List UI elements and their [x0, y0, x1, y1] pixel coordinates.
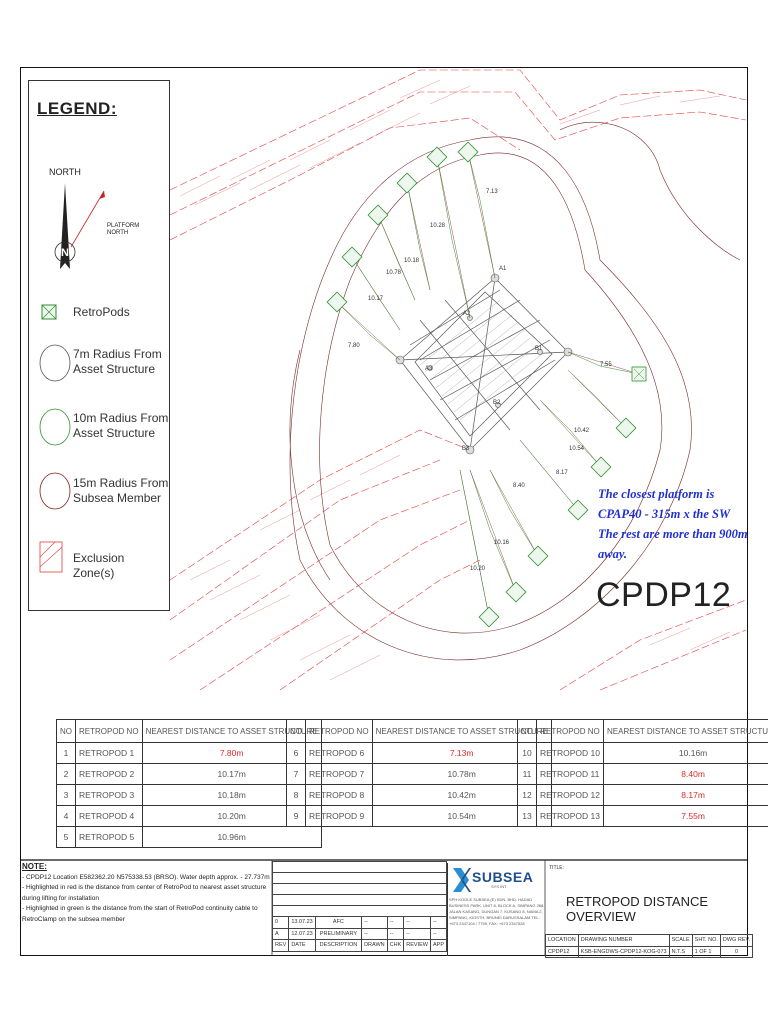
distance-label: 10.28: [430, 223, 446, 229]
notes-block: NOTE: - CPDP12 Location E582362.20 N5753…: [22, 862, 272, 925]
retropod-markers: [326, 141, 647, 628]
radius-boundaries: [289, 121, 741, 661]
distance-label: 10.18: [404, 258, 420, 264]
platform-north-label: PLATFORM NORTH: [107, 223, 140, 236]
continuity-cables: [336, 151, 640, 618]
col-retropod: RETROPOD NO: [536, 719, 604, 743]
legend-item-10m-radius: 10m Radius From Asset Structure: [73, 411, 169, 440]
distance-label: 7.80: [348, 343, 360, 349]
notes-heading: NOTE:: [22, 862, 47, 871]
node-b3-label: B3: [462, 446, 470, 452]
drawing-info-labels: LOCATION DRAWING NUMBER SCALE SHT. NO. D…: [545, 934, 754, 947]
node-b1-label: B1: [535, 346, 543, 352]
distance-label: 10.78: [386, 270, 402, 276]
drawing-title: RETROPOD DISTANCE OVERVIEW: [566, 894, 709, 924]
revision-row: 0 13.07.23 AFC -- -- -- --: [271, 916, 448, 929]
table-header-row: NO RETROPOD NO NEAREST DISTANCE TO ASSET…: [517, 719, 768, 743]
company-logo-icon: [453, 868, 471, 892]
distance-label: 10.20: [470, 566, 486, 572]
legend-item-7m-radius: 7m Radius From Asset Structure: [73, 347, 162, 376]
distance-label: 7.55: [600, 362, 612, 368]
title-label: TITLE:: [549, 865, 565, 871]
legend-item-15m-radius: 15m Radius From Subsea Member: [73, 476, 169, 505]
svg-text:N: N: [61, 247, 69, 259]
note-item: - Highlighted in green is the distance f…: [22, 905, 258, 923]
revision-header-row: REV DATE DESCRIPTION DRAWN CHK REVIEW AP…: [271, 939, 448, 952]
legend-title: LEGEND:: [37, 99, 117, 118]
company-block: [447, 863, 546, 956]
north-label: NORTH: [49, 167, 81, 177]
node-a3-label: A3: [425, 366, 433, 372]
exclusion-hatch-lower: [189, 454, 731, 681]
revision-row: A 12.07.23 PRELIMINARY -- -- -- --: [271, 927, 448, 940]
note-item: - Highlighted in red is the distance fro…: [22, 884, 267, 902]
distance-label: 10.17: [368, 296, 384, 302]
drawing-info-values: CPDP12 KSB-ENGDWS-CPDP12-KOG-073 N.T.S 1…: [545, 945, 754, 958]
radius-10m-icon: [39, 408, 71, 446]
note-item: - CPDP12 Location E582362.20 N575338.53 …: [22, 873, 270, 881]
retropod-icon: [41, 304, 57, 320]
col-distance: NEAREST DISTANCE TO ASSET STRUCTURE: [602, 719, 768, 743]
platform-grating: [419, 299, 543, 421]
distance-table-3: NO RETROPOD NO NEAREST DISTANCE TO ASSET…: [517, 719, 768, 827]
exclusion-zone-icon: [39, 541, 63, 573]
distance-label: 7.13: [486, 189, 498, 195]
exclusion-zone-lower: [169, 429, 747, 691]
exclusion-hatch-upper: [179, 79, 721, 206]
col-retropod: RETROPOD NO: [305, 719, 373, 743]
revision-table: 0 13.07.23 AFC -- -- -- -- A 12.07.23 PR…: [271, 861, 448, 952]
distance-label: 8.17: [556, 470, 568, 476]
legend-item-exclusion-zone: Exclusion Zone(s): [73, 551, 125, 580]
distance-label: 8.40: [513, 483, 525, 489]
node-b2-label: B2: [493, 400, 501, 406]
company-name: SUBSEA: [472, 869, 534, 885]
distance-label: 10.54: [569, 446, 585, 452]
radius-7m-icon: [39, 344, 71, 382]
drawing-info-table: LOCATION DRAWING NUMBER SCALE SHT. NO. D…: [545, 934, 754, 958]
node-a2-label: A2: [463, 311, 471, 317]
distance-label: 10.16: [494, 540, 510, 546]
closest-platform-note: The closest platform is CPAP40 - 315m x …: [598, 487, 748, 561]
company-address: SPH KOOLE SUBSEA (E) SDN. BHD. HADAD BUS…: [449, 897, 545, 926]
distance-label: 10.42: [574, 428, 590, 434]
north-arrow-icon: N: [54, 183, 105, 269]
legend-panel: LEGEND: NORTH N PLATFORM NORTH RetroPods…: [28, 80, 170, 611]
company-subname: SYS INT: [491, 884, 507, 889]
platform-name: CPDP12: [596, 576, 732, 614]
radius-15m-icon: [39, 472, 71, 510]
legend-item-retropods: RetroPods: [73, 305, 130, 319]
retropod-crosses: [633, 368, 645, 380]
node-a1-label: A1: [499, 266, 507, 272]
